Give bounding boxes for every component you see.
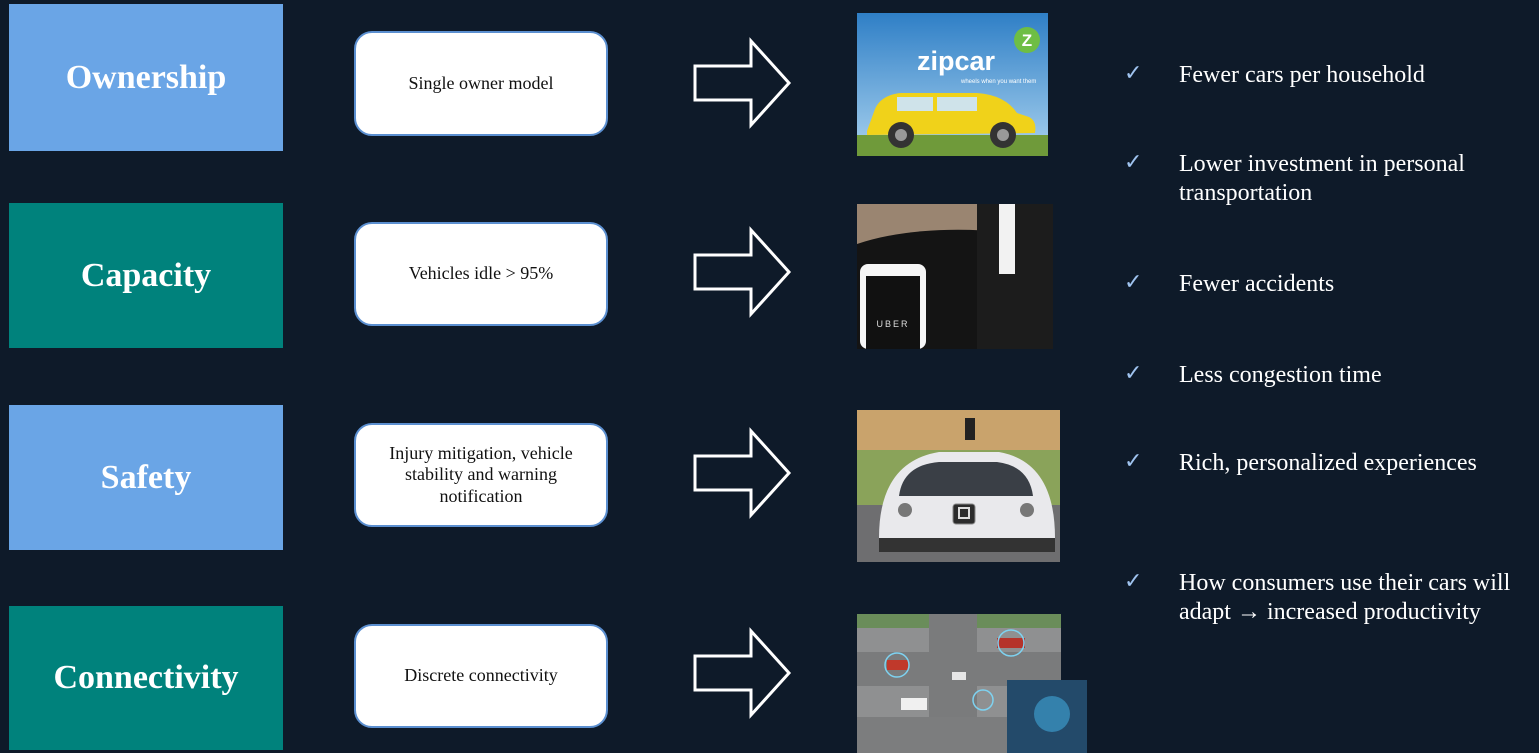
checkmark-icon: ✓	[1124, 150, 1143, 175]
connected-intersection-illustration	[857, 614, 1087, 753]
zipcar-tagline: wheels when you want them	[960, 79, 1036, 85]
description-text: Discrete connectivity	[404, 665, 558, 686]
category-label: Safety	[100, 458, 192, 496]
category-capacity: Capacity	[9, 203, 283, 348]
category-label: Capacity	[80, 256, 212, 294]
checkmark-icon: ✓	[1124, 569, 1143, 594]
description-text: Single owner model	[408, 72, 554, 93]
uber-illustration: UBER	[857, 204, 1053, 349]
checkmark-icon: ✓	[1124, 361, 1143, 386]
connected-intersection-image	[857, 614, 1087, 753]
zipcar-logo-icon	[1014, 27, 1040, 53]
uber-image: UBER	[857, 204, 1053, 349]
self-driving-car-image	[857, 410, 1060, 562]
description-text: Injury mitigation, vehicle stability and…	[389, 442, 573, 506]
zipcar-illustration: Z zipcar wheels when you want them	[857, 13, 1048, 156]
self-driving-car-illustration	[857, 410, 1060, 562]
benefit-text: Fewer accidents	[1179, 271, 1335, 297]
description-box-connectivity: Discrete connectivity	[354, 624, 608, 728]
svg-text:Z: Z	[1022, 31, 1032, 50]
uber-brand: UBER	[876, 319, 909, 329]
benefit-text: Lower investment in personal transportat…	[1179, 151, 1465, 207]
description-box-safety: Injury mitigation, vehicle stability and…	[354, 423, 608, 527]
zipcar-image: Z zipcar wheels when you want them	[857, 13, 1048, 156]
description-box-ownership: Single owner model	[354, 31, 608, 136]
checkmark-icon: ✓	[1124, 270, 1143, 295]
right-arrow-icon	[693, 627, 792, 719]
category-connectivity: Connectivity	[9, 606, 283, 750]
benefit-text: Less congestion time	[1179, 362, 1382, 388]
description-box-capacity: Vehicles idle > 95%	[354, 222, 608, 326]
benefit-text: How consumers use their cars will adapt …	[1179, 570, 1511, 626]
right-arrow-icon	[693, 37, 792, 129]
checkmark-icon: ✓	[1124, 61, 1143, 86]
category-safety: Safety	[9, 405, 283, 550]
right-arrow-icon	[693, 427, 792, 519]
description-text: Vehicles idle > 95%	[408, 263, 554, 284]
zipcar-brand: zipcar	[917, 46, 996, 76]
category-label: Ownership	[65, 58, 227, 96]
category-ownership: Ownership	[9, 4, 283, 151]
benefit-text: Rich, personalized experiences	[1179, 450, 1477, 476]
benefit-text: Fewer cars per household	[1179, 62, 1425, 88]
checkmark-icon: ✓	[1124, 449, 1143, 474]
category-label: Connectivity	[53, 659, 239, 696]
right-arrow-icon	[693, 226, 792, 318]
